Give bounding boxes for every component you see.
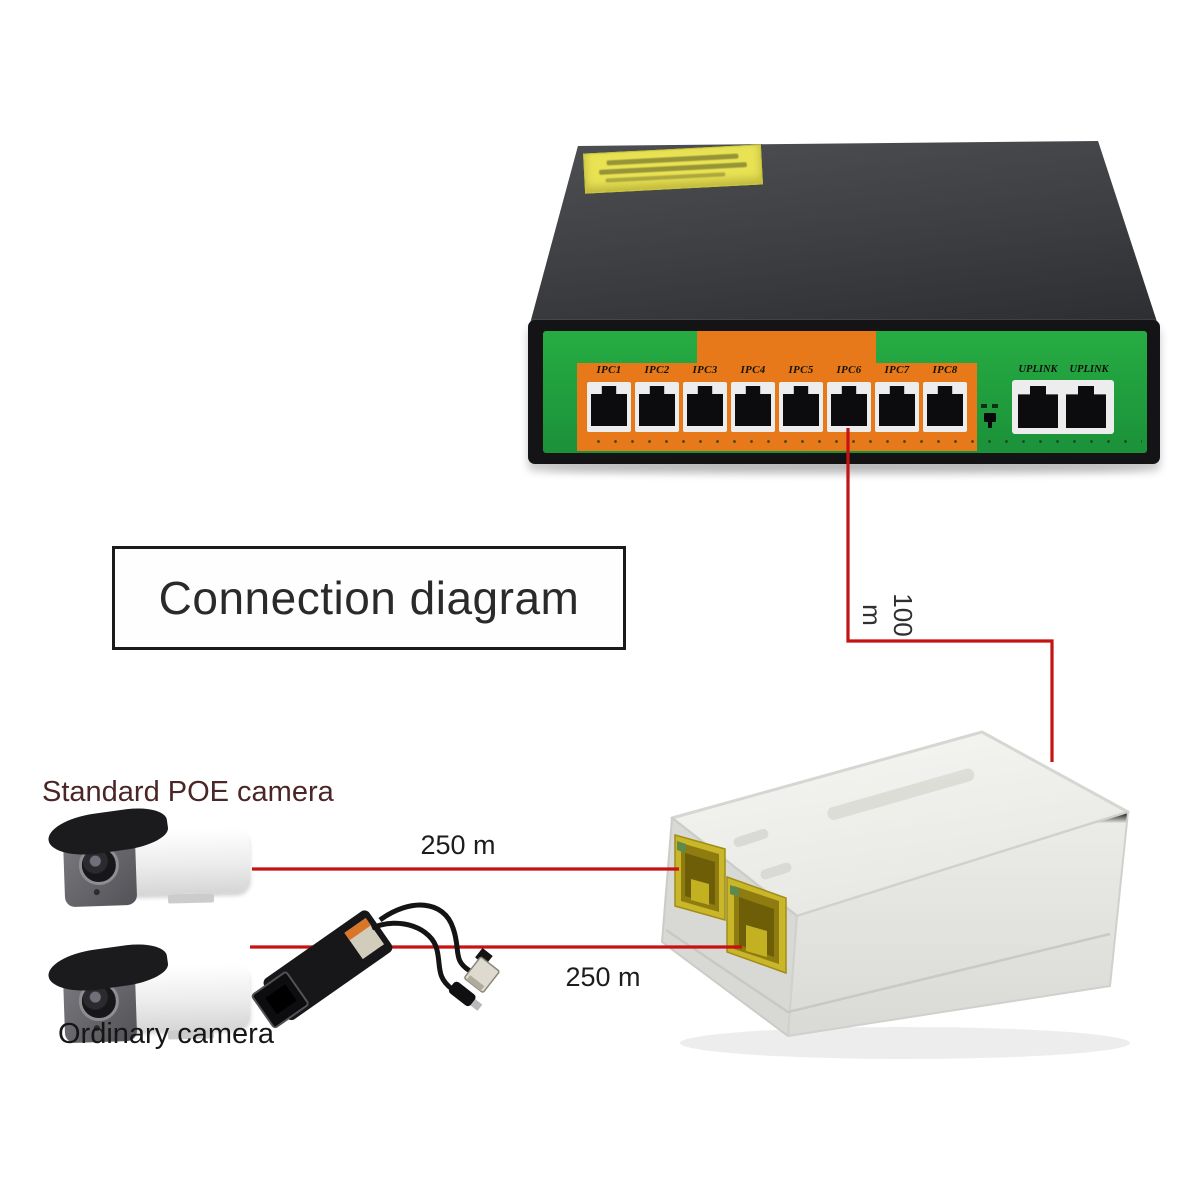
ipc-port-label: IPC3 (692, 364, 718, 376)
panel-orange-block (697, 331, 876, 363)
extender-port-2 (726, 875, 787, 975)
distance-label-250m-top: 250 m (420, 830, 496, 860)
ipc-port-label: IPC8 (932, 364, 958, 376)
rj45-port (875, 382, 919, 432)
ordinary-camera-label: Ordinary camera (58, 1018, 274, 1050)
poe-splitter (251, 902, 500, 1029)
ipc-port-label: IPC2 (644, 364, 670, 376)
port-led (677, 841, 686, 853)
rj45-port (827, 382, 871, 432)
rj45-port (731, 382, 775, 432)
splitter-rj45-plug (464, 947, 500, 993)
splitter-jack-hole (265, 984, 297, 1015)
distance-label-100m: 100 m (857, 593, 918, 637)
splitter-dc-plug (448, 981, 483, 1011)
rj45-port (683, 382, 727, 432)
ipc-port-label: IPC6 (836, 364, 862, 376)
uplink-port-label: UPLINK (1018, 364, 1058, 375)
uplink-port-label: UPLINK (1069, 364, 1109, 375)
ipc-port-label: IPC4 (740, 364, 766, 376)
rj45-port (923, 382, 967, 432)
ipc-port-label: IPC5 (788, 364, 814, 376)
cable-switch-to-extender (846, 428, 1054, 762)
dip-switch-stem (988, 420, 992, 428)
splitter-cable-power (371, 920, 454, 991)
rj45-port (779, 382, 823, 432)
ipc-port-label: IPC1 (596, 364, 622, 376)
extender-embossed-marking (733, 768, 975, 880)
diagram-title: Connection diagram (158, 572, 580, 624)
splitter-cable-data (378, 902, 472, 974)
extender-lid-seam (665, 928, 1111, 1014)
rj45-port (587, 382, 631, 432)
poe-extender (661, 730, 1130, 1037)
dip-switch-knob (984, 413, 996, 422)
rj45-port (635, 382, 679, 432)
splitter-label-stripe (344, 918, 371, 941)
dip-switch-markings (981, 404, 1001, 408)
extender-shadow (680, 1027, 1130, 1059)
switch-shadow (545, 463, 1145, 475)
extender-front-face (787, 811, 1129, 1037)
distance-label-250m-bottom: 250 m (565, 962, 641, 992)
port-led-row (590, 439, 1142, 444)
diagram-title-box: Connection diagram (112, 546, 626, 650)
port-led (730, 885, 739, 897)
poe-camera-label: Standard POE camera (42, 776, 334, 808)
uplink-port-group (1012, 380, 1114, 434)
ipc-port-label: IPC7 (884, 364, 910, 376)
dip-switch (981, 404, 1001, 429)
extender-port-1 (674, 834, 726, 921)
